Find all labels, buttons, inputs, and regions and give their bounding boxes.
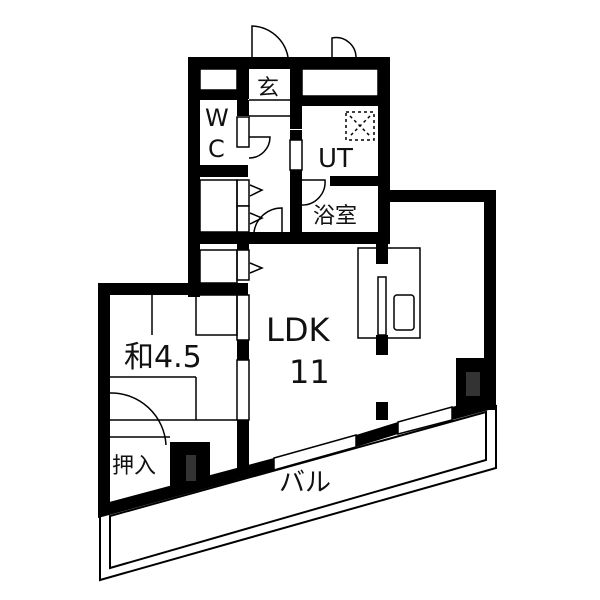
partitions [110,68,421,438]
room-label-closet: 押入 [112,454,157,479]
room-label-ldk-size: 11 [289,353,330,391]
door-swings [109,25,357,446]
room-label-entrance: 玄 [257,76,280,101]
room-label-ldk: LDK [266,311,330,349]
column-detail [466,372,480,396]
windows [273,406,453,471]
room-label-utility: UT [318,144,353,174]
room-label-bath: 浴室 [313,204,358,229]
room-label-balcony: バル [279,468,332,498]
walls [98,57,496,518]
room-label-wc-2: C [208,135,225,163]
room-label-japanese: 和4.5 [124,340,202,375]
room-label-wc-1: W [205,104,229,132]
column-detail [186,455,196,481]
washer-drain-icon [345,111,375,141]
